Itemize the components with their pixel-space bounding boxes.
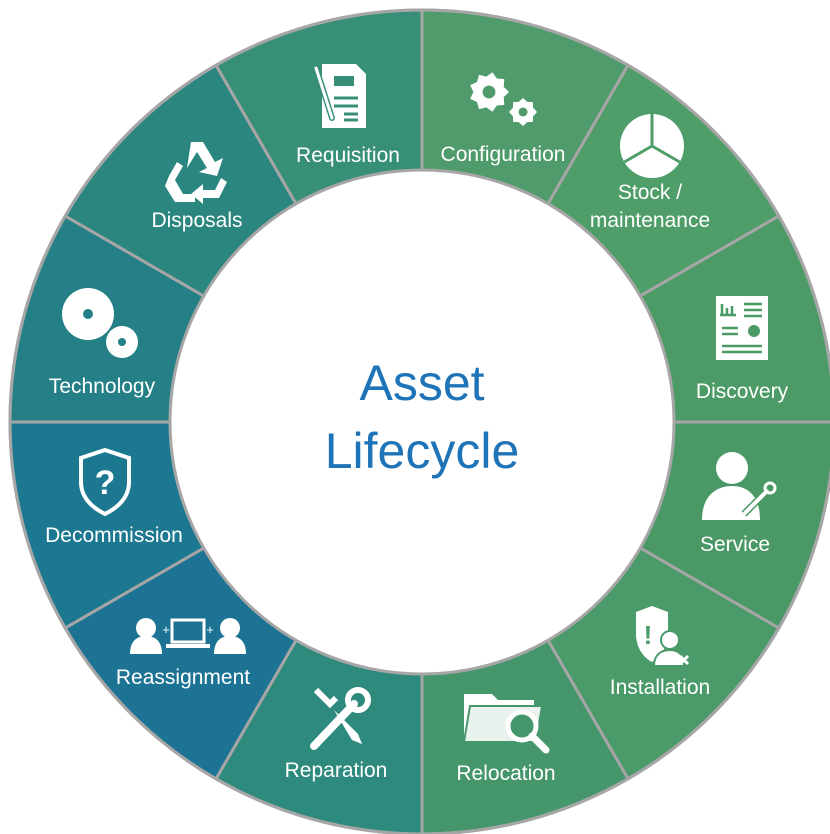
svg-text:!: ! <box>644 620 653 650</box>
center-title-line2: Lifecycle <box>325 423 520 479</box>
segment-label: Reassignment <box>116 666 250 689</box>
user-tools-icon <box>702 452 777 520</box>
segment-label: Relocation <box>456 762 555 785</box>
users-laptop-icon: ++ <box>130 618 246 654</box>
segment-label: Technology <box>49 375 156 398</box>
segment-label: Reparation <box>285 759 388 782</box>
shield-question-icon: ? <box>79 447 131 517</box>
svg-text:?: ? <box>95 464 116 502</box>
segment-label: Stock /maintenance <box>590 181 710 232</box>
segment-group <box>8 8 830 834</box>
gears-icon <box>470 72 537 126</box>
icon-group: !++? <box>62 64 777 754</box>
segment-label: Configuration <box>441 143 566 166</box>
svg-text:+: + <box>206 622 214 637</box>
segment-label: Installation <box>610 676 710 699</box>
svg-text:+: + <box>162 622 170 637</box>
segment-label: Discovery <box>696 380 789 403</box>
segment-label: Requisition <box>296 144 400 167</box>
segment-label: Service <box>700 533 770 556</box>
outer-ring <box>8 8 830 834</box>
pie-chart-icon <box>620 114 684 178</box>
discs-icon <box>62 288 138 358</box>
report-icon <box>716 296 768 360</box>
document-icon <box>313 64 366 128</box>
wrench-screwdriver-icon <box>310 687 371 750</box>
recycle-icon <box>165 142 227 204</box>
folder-search-icon <box>462 694 550 754</box>
segment-label: Disposals <box>151 209 242 232</box>
inner-hub <box>168 168 676 676</box>
segment-label: Decommission <box>45 524 183 547</box>
center-title-line1: Asset <box>359 355 484 411</box>
shield-user-icon: ! <box>636 606 690 667</box>
